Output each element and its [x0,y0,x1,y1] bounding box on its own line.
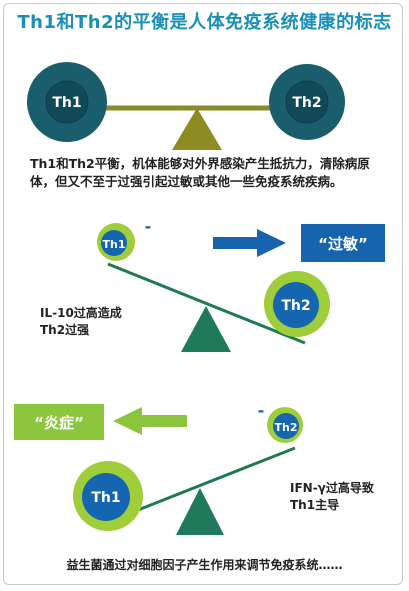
balanced-description: Th1和Th2平衡，机体能够对外界感染产生抵抗力，清除病原体，但又不至于过强引起… [30,156,370,189]
inflammation-th2-inner [273,413,299,439]
balanced-th2-inner [285,80,329,124]
allergy-th1-label: Th1 [103,238,126,251]
inflammation-callout: “炎症” [14,404,104,440]
allergy-beam [107,262,306,345]
inflammation-th2-label: Th2 [275,421,298,434]
inflammation-th1-inner [82,473,130,521]
balanced-seesaw: Th1 Th2 [27,62,345,150]
allergy-note: IL-10过高造成 Th2过强 [40,306,122,337]
allergy-th2-inner [273,282,319,328]
balanced-fulcrum [172,108,222,150]
balanced-th2-label: Th2 [292,95,321,111]
inflammation-arrow [113,407,187,435]
allergy-fulcrum [181,306,231,352]
inflammation-fulcrum [176,488,224,535]
allergy-minus-sign: - [145,217,152,236]
inflammation-th1-label: Th1 [91,490,120,506]
balanced-th1-label: Th1 [52,95,81,111]
allergy-th1-inner [101,230,127,256]
inflammation-seesaw: Th1 Th2 - [73,401,303,535]
page-title: Th1和Th2的平衡是人体免疫系统健康的标志 [17,12,392,33]
allergy-th2-label: Th2 [281,298,310,314]
allergy-callout: “过敏” [301,224,385,262]
balanced-th1-inner [45,80,89,124]
footer-text: 益生菌通过对细胞因子产生作用来调节免疫系统…… [66,558,343,572]
inflammation-minus-sign: - [258,401,265,420]
inflammation-note: IFN-γ过高导致 Th1主导 [290,481,374,512]
allergy-seesaw: Th1 - Th2 [97,217,330,352]
allergy-arrow [213,229,286,257]
